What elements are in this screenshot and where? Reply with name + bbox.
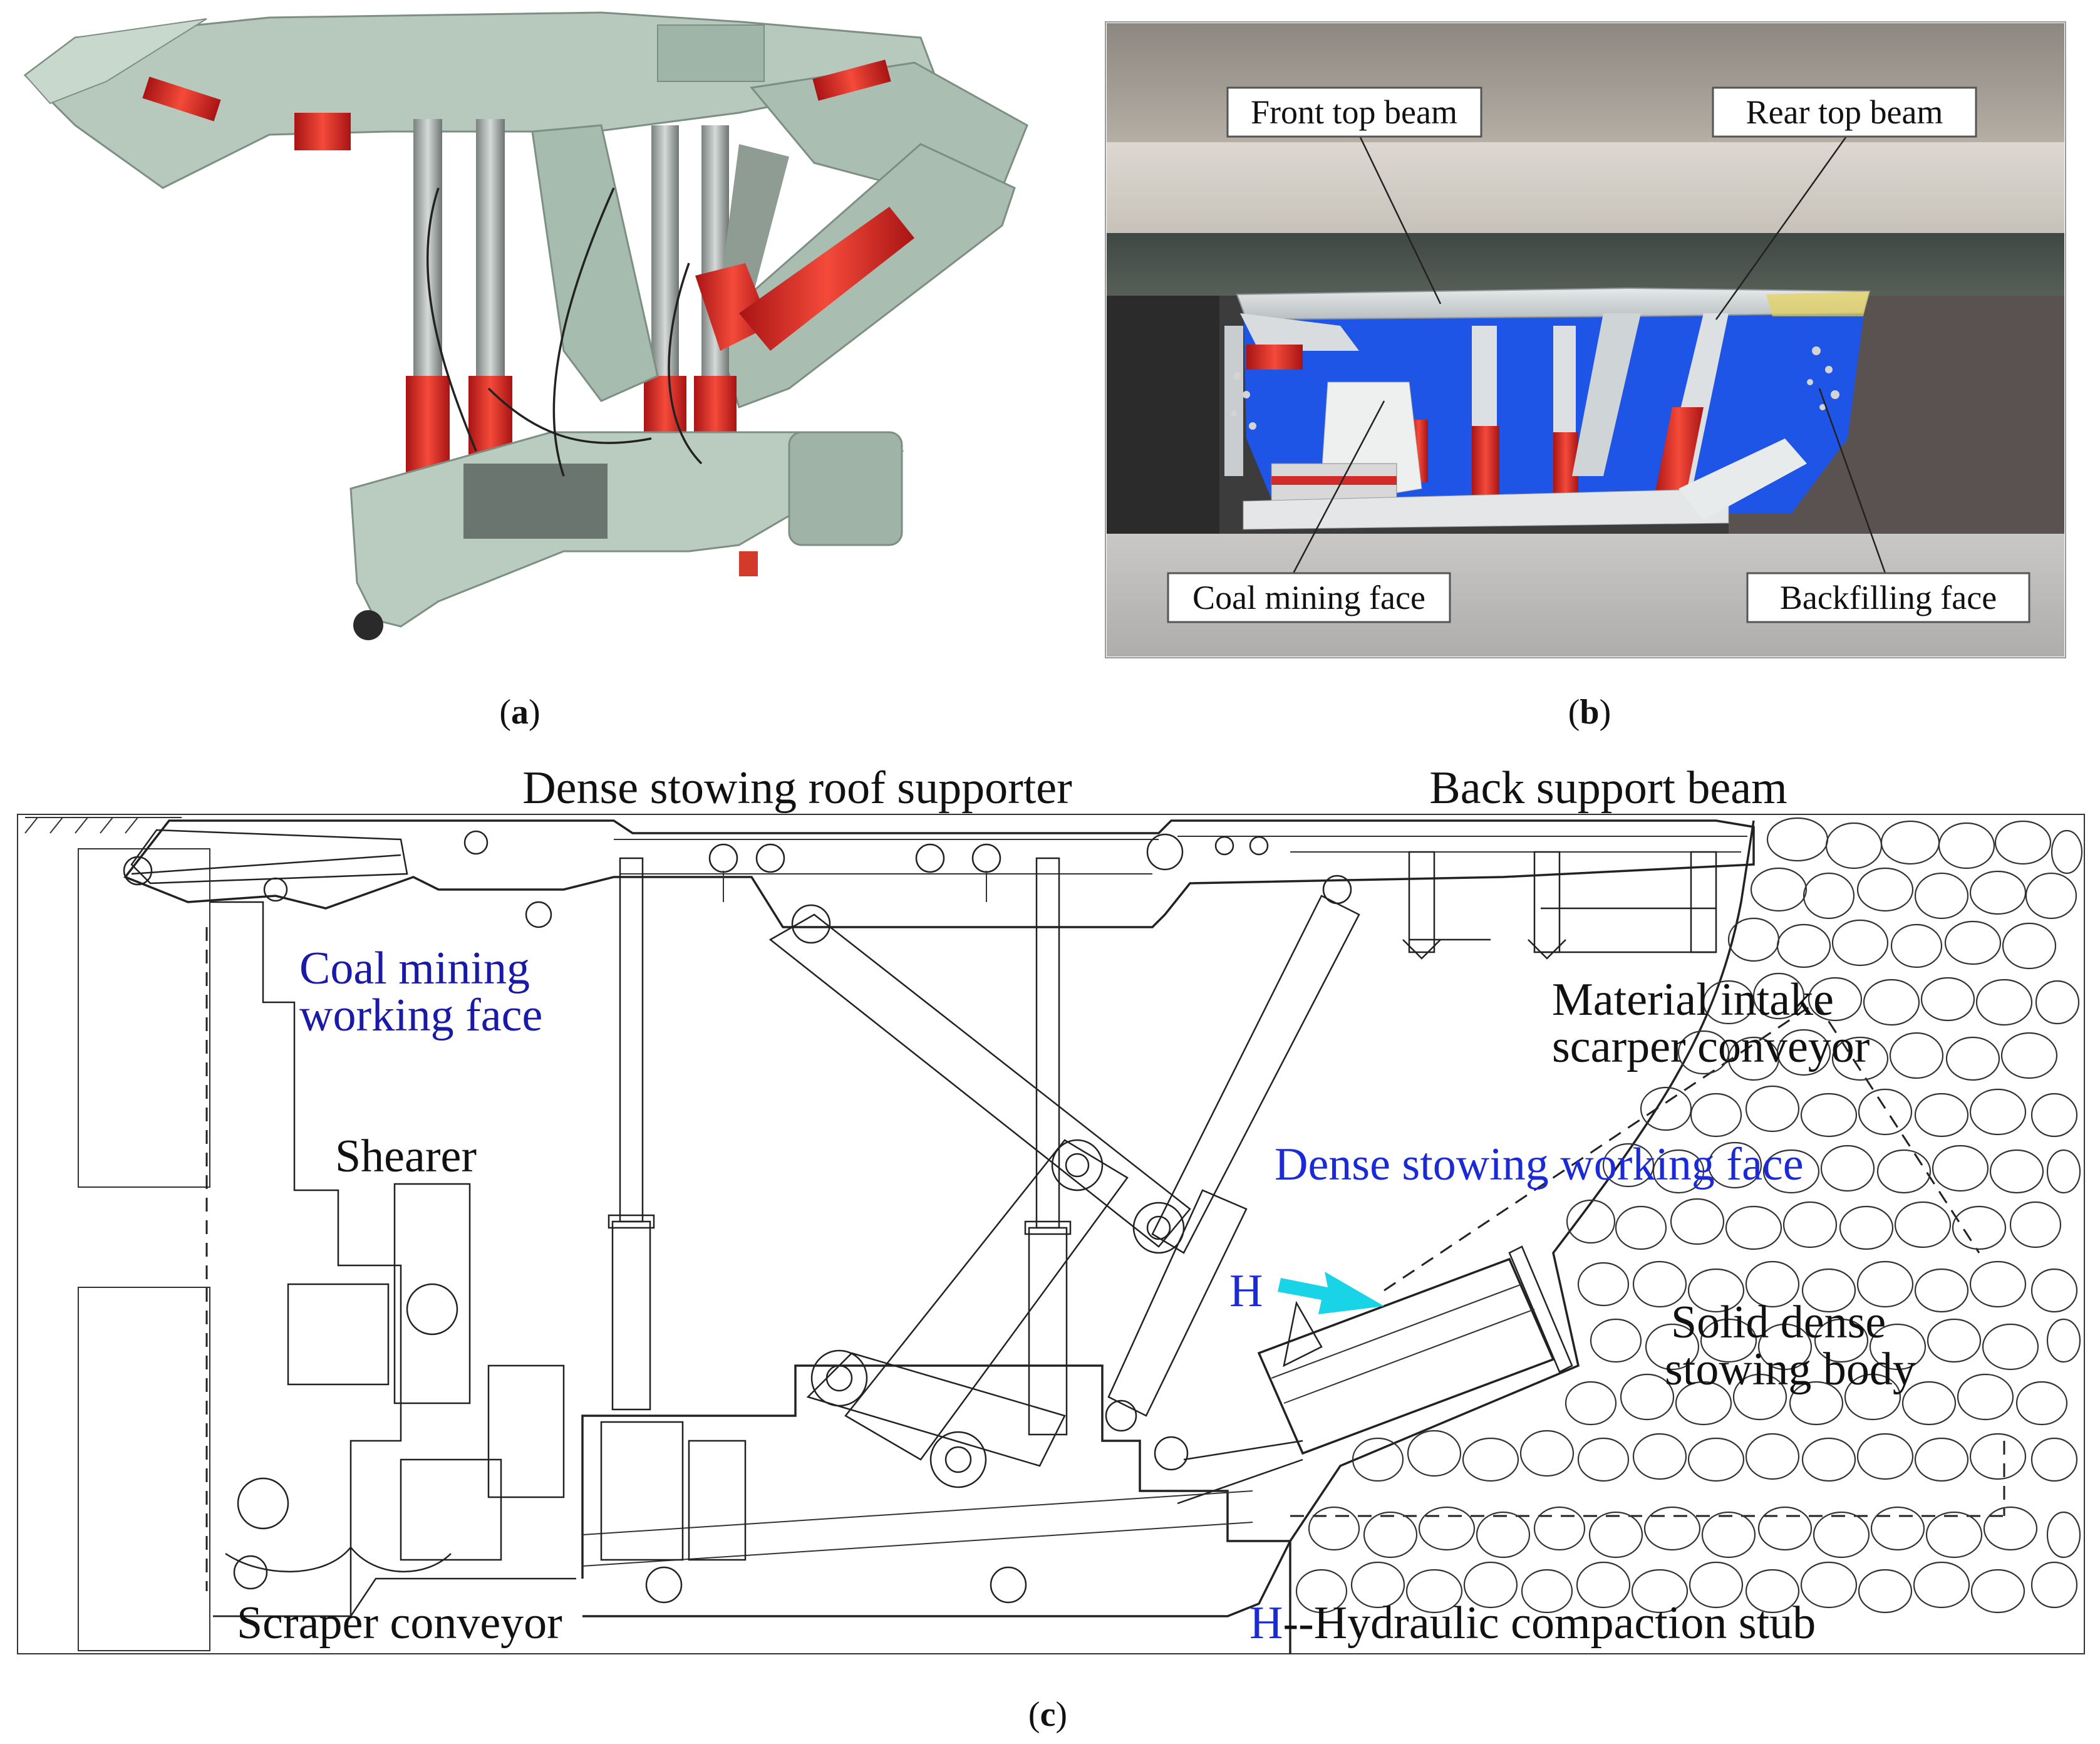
label-h-marker: H (1229, 1265, 1263, 1317)
h-arrow-icon (1278, 1272, 1384, 1314)
label-solid-dense-line1: Solid dense (1671, 1297, 1886, 1348)
label-shearer: Shearer (335, 1131, 477, 1182)
panel-b-label: (b) (1568, 693, 1611, 732)
label-coal-mining-line1: Coal mining (299, 943, 530, 994)
label-dense-stowing-roof-supporter: Dense stowing roof supporter (522, 762, 1072, 814)
label-h-legend-letter: H (1249, 1597, 1283, 1649)
label-solid-dense-line2: stowing body (1665, 1344, 1916, 1395)
callout-backfilling-face: Backfilling face (1780, 579, 1997, 616)
callout-rear-top-beam: Rear top beam (1746, 93, 1943, 131)
panel-c-label: (c) (1028, 1695, 1067, 1734)
label-material-intake-line1: Material intake (1552, 974, 1834, 1025)
callout-front-top-beam: Front top beam (1251, 93, 1457, 131)
label-material-intake-line2: scarper conveyor (1552, 1021, 1870, 1072)
panel-c-drawing (17, 814, 2085, 1654)
panel-b-simulation (1105, 21, 2066, 658)
label-dense-stowing-working-face: Dense stowing working face (1275, 1139, 1804, 1190)
label-h-legend: H--Hydraulic compaction stub (1249, 1597, 1816, 1649)
panel-a-label: (a) (499, 693, 540, 732)
callout-coal-mining-face: Coal mining face (1192, 579, 1425, 616)
panel-a-support-photo (23, 11, 1028, 640)
label-coal-mining-line2: working face (299, 990, 542, 1041)
label-scraper-conveyor: Scraper conveyor (237, 1597, 562, 1649)
label-back-support-beam: Back support beam (1429, 762, 1787, 814)
label-h-legend-text: --Hydraulic compaction stub (1283, 1597, 1816, 1649)
